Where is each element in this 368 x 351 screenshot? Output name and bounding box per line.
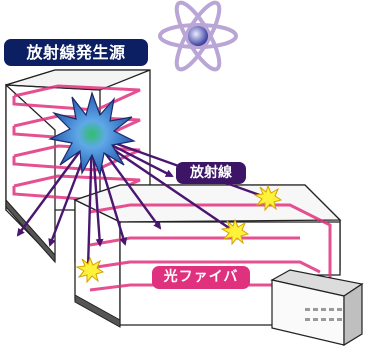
yellow-burst-icon (220, 218, 250, 246)
radiation-source-label: 放射線発生源 (4, 39, 148, 66)
radiation-label: 放射線 (176, 162, 246, 184)
yellow-burst-icon (75, 256, 105, 284)
yellow-burst-icon (253, 184, 283, 212)
optical-fiber-label: 光ファイバ (152, 266, 250, 289)
starburst-icon (48, 91, 136, 178)
atom-icon (158, 0, 238, 72)
building-icon (270, 269, 364, 347)
